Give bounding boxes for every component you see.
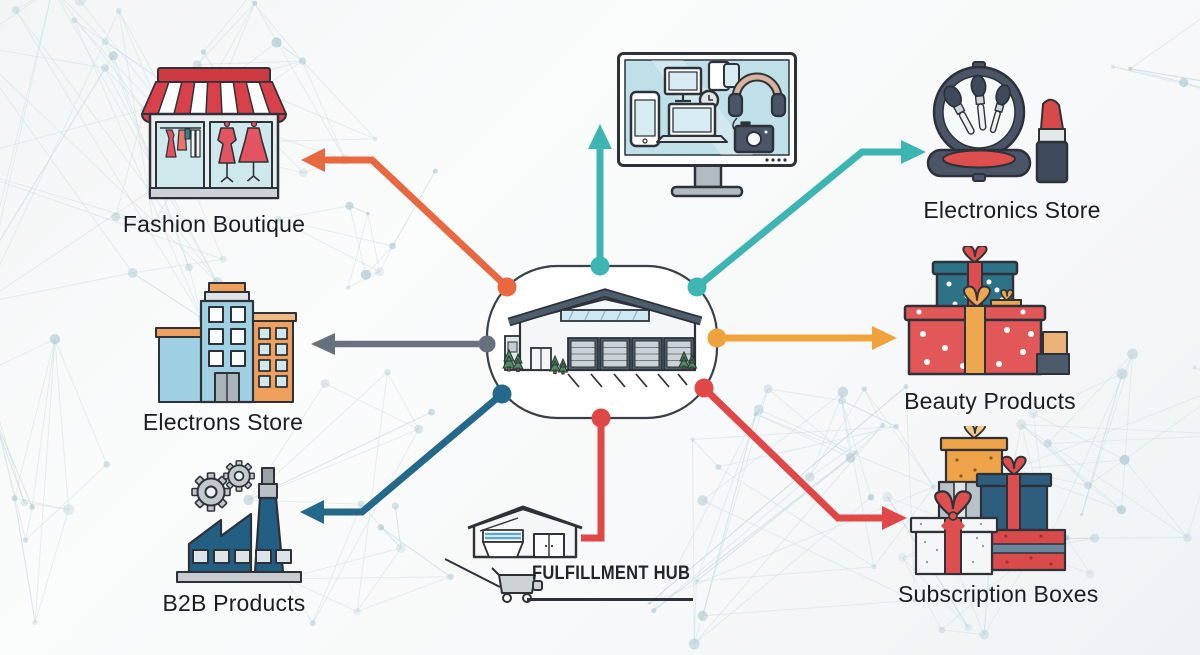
arrow-b2b-products bbox=[300, 384, 512, 524]
warehouse-outline-icon bbox=[467, 505, 583, 559]
gift-boxes-stack-icon bbox=[909, 426, 1067, 576]
office-buildings-icon bbox=[155, 282, 297, 404]
trees bbox=[502, 348, 698, 375]
label-beauty-products: Beauty Products bbox=[904, 388, 1076, 414]
label-electronics-store: Electronics Store bbox=[923, 197, 1101, 223]
fulfillment-hub-underline bbox=[527, 598, 693, 601]
arrow-electronics-store bbox=[687, 140, 926, 297]
label-b2b-products: B2B Products bbox=[162, 590, 306, 616]
storefront-awning-icon bbox=[141, 67, 287, 200]
arrow-electronics-display bbox=[588, 124, 612, 276]
dock-doors bbox=[567, 337, 695, 371]
gift-boxes-icon bbox=[903, 246, 1070, 376]
arrow-beauty-products bbox=[707, 326, 897, 350]
arrow-subscription-boxes bbox=[694, 378, 907, 530]
label-fulfillment-hub: FULFILLMENT HUB bbox=[532, 563, 691, 584]
makeup-compact-lipstick-icon bbox=[926, 61, 1069, 184]
factory-gears-icon bbox=[176, 460, 302, 583]
monitor-devices-icon bbox=[617, 52, 797, 198]
arrow-fulfillment-hub bbox=[581, 408, 611, 542]
gear-icon bbox=[223, 460, 255, 492]
makeup-brushes bbox=[943, 74, 1011, 135]
hub-warehouse-illustration bbox=[502, 288, 703, 388]
label-electrons-store: Electrons Store bbox=[142, 409, 304, 435]
arrow-fashion-boutique bbox=[301, 148, 517, 297]
label-subscription-boxes: Subscription Boxes bbox=[898, 581, 1099, 607]
cart-icon bbox=[444, 558, 543, 603]
arrow-electrons-store bbox=[311, 333, 496, 355]
gear-icon bbox=[191, 472, 231, 512]
label-fashion-boutique: Fashion Boutique bbox=[122, 211, 306, 237]
